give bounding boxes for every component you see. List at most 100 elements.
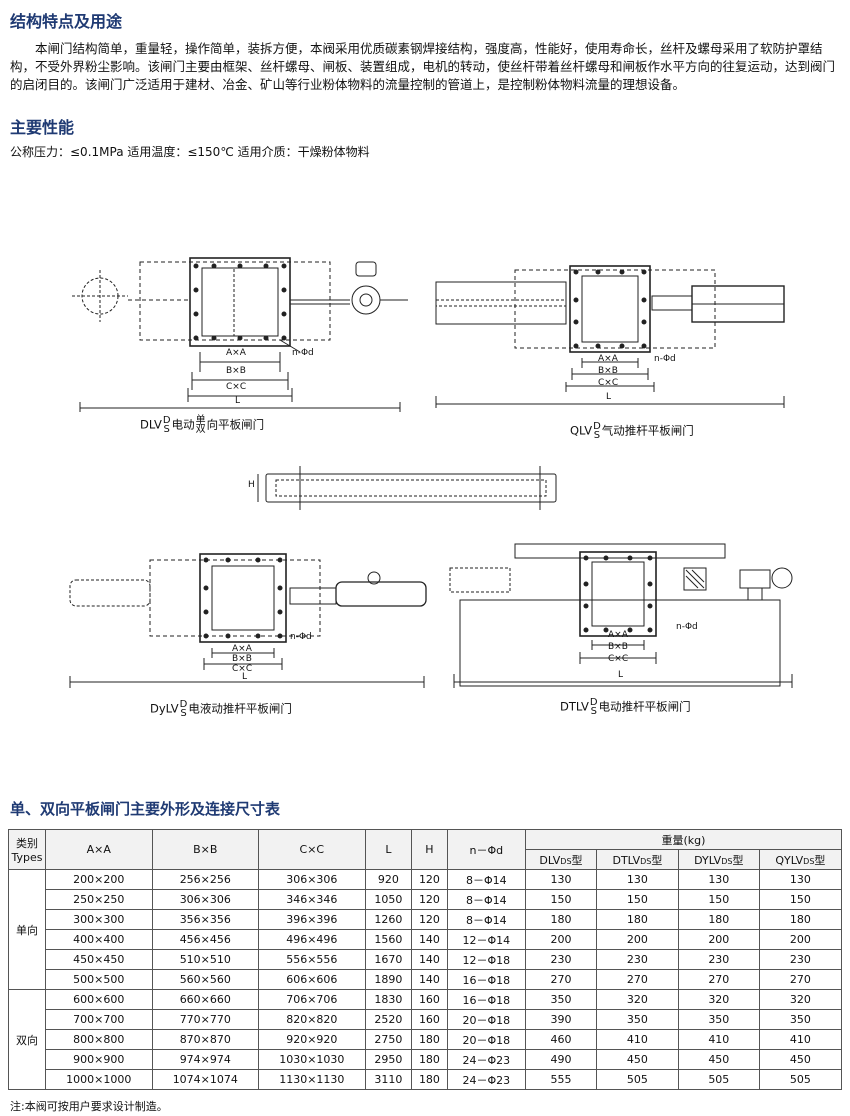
table-cell: 900×900 xyxy=(45,1049,153,1070)
dylv-dim-b: B×B xyxy=(232,654,252,664)
table-cell: 456×456 xyxy=(151,929,260,950)
table-cell: 556×556 xyxy=(258,949,366,970)
table-cell: 180 xyxy=(524,909,597,930)
header-a: A×A xyxy=(45,829,153,870)
table-cell: 130 xyxy=(758,869,843,890)
table-cell: 200 xyxy=(677,929,760,950)
table-cell: 560×560 xyxy=(151,969,260,990)
table-cell: 870×870 xyxy=(151,1029,260,1050)
table-cell: 510×510 xyxy=(151,949,260,970)
table-cell: 140 xyxy=(411,949,448,970)
table-cell: 800×800 xyxy=(45,1029,153,1050)
table-cell: 150 xyxy=(758,889,843,910)
dylv-dim-c: C×C xyxy=(232,664,253,674)
dtlv-dim-a: A×A xyxy=(608,630,628,640)
header-dylv: DYLVDS型 xyxy=(677,849,760,870)
section-dim-h: H xyxy=(248,480,255,490)
performance-title: 主要性能 xyxy=(10,118,75,137)
table-cell: 450×450 xyxy=(45,949,153,970)
table-cell: 600×600 xyxy=(45,989,153,1010)
dlv-dim-n: n-Φd xyxy=(292,348,314,358)
table-cell: 1130×1130 xyxy=(258,1069,366,1090)
table-cell: 140 xyxy=(411,969,448,990)
qlv-dim-l: L xyxy=(606,392,612,402)
table-cell: 410 xyxy=(677,1029,760,1050)
table-cell: 460 xyxy=(524,1029,597,1050)
table-cell: 20－Φ18 xyxy=(446,1029,526,1050)
table-cell: 555 xyxy=(524,1069,597,1090)
table-cell: 200 xyxy=(758,929,843,950)
dylv-drawing xyxy=(69,553,427,688)
header-qylv: QYLVDS型 xyxy=(758,849,843,870)
table-cell: 2950 xyxy=(364,1049,413,1070)
table-cell: 1260 xyxy=(364,909,413,930)
table-cell: 12－Φ18 xyxy=(446,949,526,970)
performance-text: 公称压力：≤0.1MPa 适用温度：≤150℃ 适用介质：干燥粉体物料 xyxy=(10,145,370,159)
table-cell: 150 xyxy=(595,889,679,910)
table-cell: 230 xyxy=(758,949,843,970)
table-cell: 410 xyxy=(758,1029,843,1050)
dylv-dim-n: n-Φd xyxy=(290,632,312,642)
table-cell: 356×356 xyxy=(151,909,260,930)
header-weight: 重量(kg) xyxy=(524,829,843,850)
table-cell: 180 xyxy=(411,1049,448,1070)
table-cell: 180 xyxy=(677,909,760,930)
table-cell: 140 xyxy=(411,929,448,950)
table-cell: 450 xyxy=(758,1049,843,1070)
table-cell: 350 xyxy=(677,1009,760,1030)
table-cell: 250×250 xyxy=(45,889,153,910)
table-cell: 270 xyxy=(677,969,760,990)
qlv-dim-b: B×B xyxy=(598,366,618,376)
group-label: 双向 xyxy=(8,989,46,1090)
dlv-dim-a: A×A xyxy=(226,348,246,358)
table-cell: 230 xyxy=(677,949,760,970)
table-cell: 270 xyxy=(524,969,597,990)
dtlv-dim-b: B×B xyxy=(608,642,628,652)
table-cell: 320 xyxy=(677,989,760,1010)
table-cell: 500×500 xyxy=(45,969,153,990)
table-cell: 270 xyxy=(758,969,843,990)
qlv-drawing xyxy=(435,265,785,408)
table-cell: 8－Φ14 xyxy=(446,889,526,910)
table-cell: 160 xyxy=(411,1009,448,1030)
table-cell: 660×660 xyxy=(151,989,260,1010)
table-cell: 920 xyxy=(364,869,413,890)
table-cell: 8－Φ14 xyxy=(446,909,526,930)
table-cell: 130 xyxy=(595,869,679,890)
table-cell: 350 xyxy=(595,1009,679,1030)
table-cell: 120 xyxy=(411,889,448,910)
dtlv-dim-c: C×C xyxy=(608,654,629,664)
table-cell: 346×346 xyxy=(258,889,366,910)
table-cell: 320 xyxy=(758,989,843,1010)
table-title: 单、双向平板闸门主要外形及连接尺寸表 xyxy=(10,800,281,818)
dtlv-drawing xyxy=(449,543,793,688)
header-n: n－Φd xyxy=(446,829,526,870)
table-cell: 200×200 xyxy=(45,869,153,890)
table-cell: 3110 xyxy=(364,1069,413,1090)
table-cell: 450 xyxy=(595,1049,679,1070)
table-cell: 320 xyxy=(595,989,679,1010)
table-cell: 1830 xyxy=(364,989,413,1010)
table-cell: 12－Φ14 xyxy=(446,929,526,950)
dtlv-dim-n: n-Φd xyxy=(676,622,698,632)
header-b: B×B xyxy=(151,829,260,870)
table-cell: 16－Φ18 xyxy=(446,969,526,990)
table-cell: 230 xyxy=(524,949,597,970)
table-cell: 1050 xyxy=(364,889,413,910)
features-title: 结构特点及用途 xyxy=(10,12,123,31)
features-text: 本闸门结构简单，重量轻，操作简单，装拆方便，本阀采用优质碳素钢焊接结构，强度高，… xyxy=(10,41,836,92)
table-cell: 150 xyxy=(677,889,760,910)
group-label: 单向 xyxy=(8,869,46,990)
table-cell: 8－Φ14 xyxy=(446,869,526,890)
table-cell: 180 xyxy=(411,1069,448,1090)
